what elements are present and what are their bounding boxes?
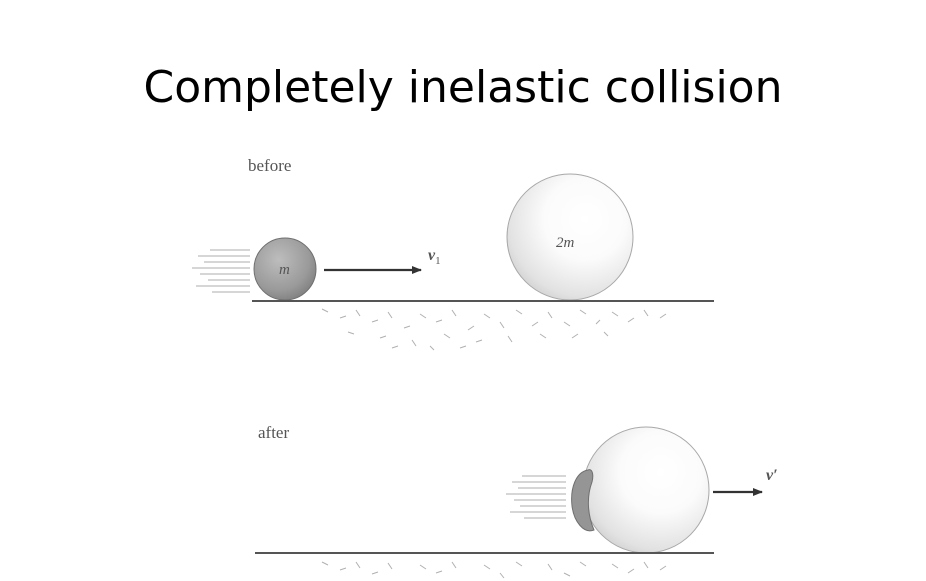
before-panel: before m v1 2m bbox=[192, 156, 714, 351]
ground-texture-after bbox=[321, 561, 667, 579]
before-label: before bbox=[248, 156, 291, 175]
large-ball-after bbox=[582, 426, 710, 554]
velocity-label-after: v′ bbox=[766, 467, 778, 484]
motion-lines-before bbox=[192, 249, 250, 293]
small-ball-label: m bbox=[279, 262, 290, 278]
motion-lines-after bbox=[506, 475, 566, 519]
after-panel: after v′ bbox=[255, 423, 778, 579]
ground-texture-before bbox=[321, 308, 667, 351]
velocity-label-before: v1 bbox=[428, 247, 441, 267]
small-ball-after bbox=[571, 469, 595, 532]
slide-title: Completely inelastic collision bbox=[143, 62, 783, 113]
after-label: after bbox=[258, 423, 289, 442]
large-ball-label: 2m bbox=[556, 235, 575, 251]
